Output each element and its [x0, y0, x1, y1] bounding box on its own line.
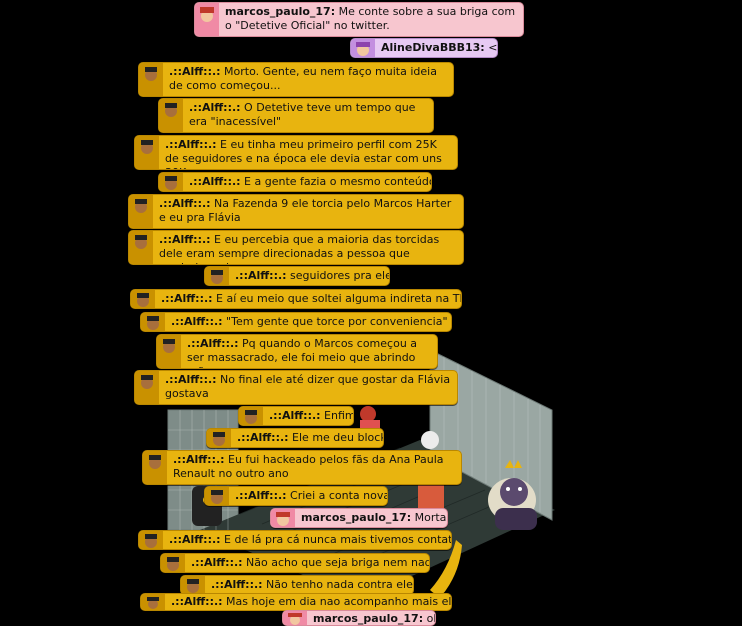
chat-bubble[interactable]: marcos_paulo_17: Me conte sobre a sua br… [194, 2, 524, 37]
chat-username: marcos_paulo_17: [301, 511, 412, 524]
chat-username: marcos_paulo_17: [225, 5, 336, 18]
chat-bubble[interactable]: .::Alff::.: No final ele até dizer que g… [134, 370, 458, 405]
chat-bubble[interactable]: .::Alff::.: E eu percebia que a maioria … [128, 230, 464, 265]
chat-bubble[interactable]: .::Alff::.: E eu tinha meu primeiro perf… [134, 135, 458, 170]
chat-bubble[interactable]: .::Alff::.: E a gente fazia o mesmo cont… [158, 172, 432, 192]
chat-bubble[interactable]: .::Alff::.: Enfim [238, 406, 354, 426]
diva-avatar-icon [351, 39, 375, 57]
chat-username: .::Alff::.: [165, 138, 217, 151]
chat-message: Mas hoje em dia nao acompanho mais ele [226, 595, 452, 608]
alff-avatar-icon [157, 335, 181, 368]
alff-avatar-icon [141, 313, 165, 331]
alff-avatar-icon [139, 531, 163, 549]
chat-username: .::Alff::.: [187, 337, 239, 350]
chat-username: .::Alff::.: [159, 197, 211, 210]
chat-username: .::Alff::.: [211, 578, 263, 591]
alff-avatar-icon [161, 554, 185, 572]
alff-avatar-icon [129, 231, 153, 264]
chat-message: <.< [488, 41, 498, 54]
chat-bubble[interactable]: .::Alff::.: Pq quando o Marcos começou a… [156, 334, 438, 369]
chat-username: .::Alff::.: [235, 269, 287, 282]
alff-avatar-icon [205, 487, 229, 505]
chat-message: ok [426, 612, 435, 625]
chat-message: Pq quando o Marcos começou a ser massacr… [187, 337, 418, 368]
chat-username: .::Alff::.: [169, 533, 221, 546]
chat-message: E eu percebia que a maioria das torcidas… [159, 233, 440, 264]
chat-message: O Detetive teve um tempo que era "inaces… [189, 101, 416, 128]
chat-bubble[interactable]: .::Alff::.: Morto. Gente, eu nem faço mu… [138, 62, 454, 97]
chat-username: .::Alff::.: [189, 101, 241, 114]
chat-bubble[interactable]: .::Alff::.: "Tem gente que torce por con… [140, 312, 452, 332]
alff-avatar-icon [129, 195, 153, 228]
chat-bubble[interactable]: .::Alff::.: Na Fazenda 9 ele torcia pelo… [128, 194, 464, 229]
chat-bubble[interactable]: .::Alff::.: E aí eu meio que soltei algu… [130, 289, 462, 309]
glass-wall-right [429, 349, 553, 521]
chat-username: .::Alff::.: [165, 373, 217, 386]
red-hat-avatar-icon [271, 509, 295, 527]
chat-message: "Tem gente que torce por conveniencia" [226, 315, 448, 328]
chat-bubble[interactable]: .::Alff::.: Não acho que seja briga nem … [160, 553, 430, 573]
chat-message: Na Fazenda 9 ele torcia pelo Marcos Hart… [159, 197, 452, 224]
chat-message: Enfim [324, 409, 354, 422]
chat-username: .::Alff::.: [189, 175, 241, 188]
chat-bubble[interactable]: .::Alff::.: seguidores pra ele [204, 266, 390, 286]
chat-message: seguidores pra ele [290, 269, 390, 282]
chat-username: .::Alff::.: [159, 233, 211, 246]
alff-avatar-icon [207, 429, 231, 447]
chat-bubble[interactable]: .::Alff::.: O Detetive teve um tempo que… [158, 98, 434, 133]
chat-message: E aí eu meio que soltei alguma indireta … [216, 292, 462, 305]
chat-bubble[interactable]: marcos_paulo_17: Morta [270, 508, 448, 528]
chat-message: Morta [414, 511, 447, 524]
chat-message: E a gente fazia o mesmo conteúdo [244, 175, 432, 188]
chat-message: Criei a conta nova [290, 489, 388, 502]
chat-username: .::Alff::.: [191, 556, 243, 569]
chat-message: E eu tinha meu primeiro perfil com 25K d… [165, 138, 442, 169]
chat-message: No final ele até dizer que gostar da Flá… [165, 373, 451, 400]
red-hat-avatar-icon [195, 3, 219, 36]
alff-avatar-icon [159, 173, 183, 191]
chat-bubble[interactable]: .::Alff::.: Eu fui hackeado pelos fãs da… [142, 450, 462, 485]
alff-avatar-icon [135, 136, 159, 169]
chat-message: Me conte sobre a sua briga com o "Deteti… [225, 5, 516, 32]
chat-message: Morto. Gente, eu nem faço muita ideia de… [169, 65, 437, 92]
lion-character [488, 460, 537, 530]
chat-username: .::Alff::.: [161, 292, 213, 305]
alff-avatar-icon [239, 407, 263, 425]
alff-avatar-icon [135, 371, 159, 404]
chat-bubble[interactable]: .::Alff::.: Criei a conta nova [204, 486, 388, 506]
alff-avatar-icon [141, 594, 165, 610]
chat-message: E de lá pra cá nunca mais tivemos contat… [224, 533, 452, 546]
alff-avatar-icon [181, 576, 205, 594]
chat-username: .::Alff::.: [171, 595, 223, 608]
chat-username: .::Alff::.: [269, 409, 321, 422]
chat-message: Não tenho nada contra ele [266, 578, 413, 591]
chat-username: .::Alff::.: [235, 489, 287, 502]
chat-bubble[interactable]: .::Alff::.: Não tenho nada contra ele [180, 575, 414, 595]
chat-bubble[interactable]: .::Alff::.: Mas hoje em dia nao acompanh… [140, 593, 452, 611]
chat-message: Ele me deu block [292, 431, 384, 444]
chat-bubble[interactable]: .::Alff::.: Ele me deu block [206, 428, 384, 448]
alff-avatar-icon [139, 63, 163, 96]
chat-username: AlineDivaBBB13: [381, 41, 485, 54]
chat-message: Eu fui hackeado pelos fãs da Ana Paula R… [173, 453, 444, 480]
chat-bubble[interactable]: .::Alff::.: E de lá pra cá nunca mais ti… [138, 530, 452, 550]
alff-avatar-icon [205, 267, 229, 285]
alff-avatar-icon [143, 451, 167, 484]
chat-username: .::Alff::.: [173, 453, 225, 466]
red-hat-avatar-icon [283, 611, 307, 625]
alff-avatar-icon [131, 290, 155, 308]
chat-username: .::Alff::.: [237, 431, 289, 444]
chat-bubble[interactable]: AlineDivaBBB13: <.< [350, 38, 498, 58]
chat-username: .::Alff::.: [169, 65, 221, 78]
alff-avatar-icon [159, 99, 183, 132]
chat-username: .::Alff::.: [171, 315, 223, 328]
orange-tail [430, 540, 462, 595]
chat-username: marcos_paulo_17: [313, 612, 424, 625]
chat-bubble[interactable]: marcos_paulo_17: ok [282, 610, 436, 626]
chat-message: Não acho que seja briga nem nada [246, 556, 430, 569]
